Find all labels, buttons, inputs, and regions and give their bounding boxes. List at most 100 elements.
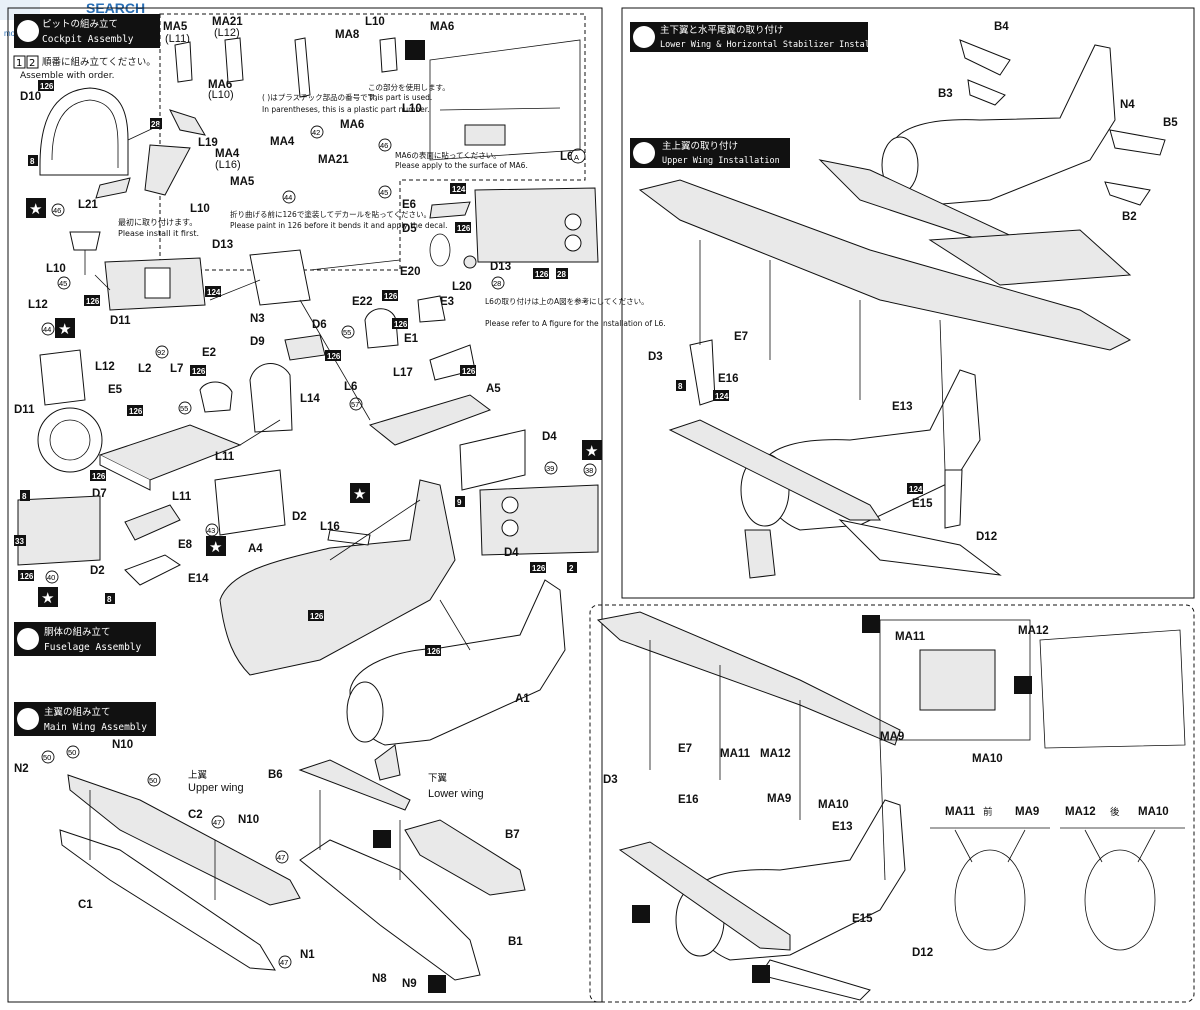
step2-banner: 2 胴体の組み立て Fuselage Assembly <box>14 622 156 656</box>
svg-text:N2: N2 <box>14 763 29 775</box>
svg-text:MA6: MA6 <box>208 79 232 91</box>
svg-text:★: ★ <box>29 200 42 218</box>
svg-text:E14: E14 <box>188 573 209 585</box>
svg-text:57: 57 <box>351 400 359 409</box>
part-d13-instrument-panel: D13 D13 <box>212 187 599 306</box>
part-number-circles: 46 45 44 92 55 43 40 57 55 28 39 38 50 5… <box>41 125 597 969</box>
svg-text:28: 28 <box>493 279 501 288</box>
svg-text:E15: E15 <box>912 498 933 510</box>
step5-detail-frame <box>589 604 1195 1003</box>
svg-text:D5: D5 <box>402 223 417 235</box>
svg-text:MA6の表面に貼ってください。: MA6の表面に貼ってください。 <box>395 150 501 160</box>
star-mark-2: ★ <box>55 318 75 338</box>
svg-text:E5: E5 <box>108 384 123 396</box>
step2-title-en: Fuselage Assembly <box>44 642 142 653</box>
svg-text:D11: D11 <box>14 404 35 416</box>
svg-text:D3: D3 <box>648 351 663 363</box>
svg-text:上翼: 上翼 <box>188 770 208 781</box>
svg-text:N3: N3 <box>250 313 265 325</box>
svg-text:47: 47 <box>277 853 285 862</box>
svg-text:Please refer to A figure for t: Please refer to A figure for the install… <box>485 319 666 328</box>
part-d2-floor-detail: D2 D2 <box>17 469 307 577</box>
svg-text:4: 4 <box>640 31 649 46</box>
first-install-note: 最初に取り付けます。 Please install it first. <box>118 217 199 238</box>
svg-text:This part is used.: This part is used. <box>367 93 432 102</box>
svg-text:43: 43 <box>207 526 215 535</box>
svg-text:126: 126 <box>129 407 143 416</box>
right-top-frame <box>621 7 1195 599</box>
part-d9-bulkhead: D9 <box>249 336 293 433</box>
svg-text:MA10: MA10 <box>1138 806 1169 818</box>
svg-text:50: 50 <box>149 776 157 785</box>
svg-text:N4: N4 <box>1120 99 1135 111</box>
svg-text:MA4: MA4 <box>215 148 240 160</box>
svg-text:N10: N10 <box>112 739 133 751</box>
svg-text:( )はプラスチック部品の番号です。: ( )はプラスチック部品の番号です。 <box>262 92 382 102</box>
svg-text:124: 124 <box>207 288 221 297</box>
svg-text:★: ★ <box>353 485 366 503</box>
svg-text:92: 92 <box>157 348 165 357</box>
svg-text:MA9: MA9 <box>1015 806 1039 818</box>
part-a4-fuselage-half: A4 L16 <box>219 479 456 676</box>
strut-front-view: MA11 前 MA9 <box>930 806 1050 951</box>
svg-text:MA21: MA21 <box>212 16 243 28</box>
svg-text:D9: D9 <box>250 336 265 348</box>
svg-text:126: 126 <box>535 270 549 279</box>
part-l19-group: L19 L21 L10 <box>78 109 218 215</box>
svg-text:L11: L11 <box>215 451 235 463</box>
svg-text:126: 126 <box>20 572 34 581</box>
svg-text:B5: B5 <box>1163 117 1178 129</box>
svg-text:この部分を使用します。: この部分を使用します。 <box>368 82 450 92</box>
svg-text:124: 124 <box>909 485 923 494</box>
svg-text:E1: E1 <box>404 333 419 345</box>
svg-text:E7: E7 <box>734 331 748 343</box>
svg-text:3: 3 <box>24 713 33 728</box>
svg-text:D2: D2 <box>90 565 105 577</box>
part-n3-d6: N3 D6 L14 L6 <box>250 313 357 405</box>
step3-title-jp: 主翼の組み立て <box>44 706 111 718</box>
svg-text:D3: D3 <box>603 774 618 786</box>
svg-text:Please apply to the surface of: Please apply to the surface of MA6. <box>395 161 528 170</box>
part-d11-side-panel: D11 D11 <box>14 257 206 473</box>
svg-text:Lower wing: Lower wing <box>428 788 484 800</box>
svg-text:L20: L20 <box>452 281 472 293</box>
svg-text:E16: E16 <box>718 373 738 385</box>
svg-text:前: 前 <box>983 806 993 818</box>
svg-text:46: 46 <box>380 141 388 150</box>
svg-text:N1: N1 <box>300 949 315 961</box>
svg-text:MA11: MA11 <box>720 748 751 760</box>
svg-text:MA11: MA11 <box>945 806 976 818</box>
svg-text:L14: L14 <box>300 393 320 405</box>
svg-text:MA4: MA4 <box>270 136 295 148</box>
svg-text:L12: L12 <box>28 299 48 311</box>
svg-text:28: 28 <box>557 270 566 279</box>
step1-title-en: Cockpit Assembly <box>42 34 134 45</box>
svg-text:L19: L19 <box>198 137 218 149</box>
step5-aircraft: D3 E7 E16 E13 E15 D12 <box>638 179 1132 579</box>
svg-text:MA8: MA8 <box>335 29 360 41</box>
svg-text:(L10): (L10) <box>208 89 234 101</box>
part-e6-d5-l20: E6 D5 L20 <box>402 199 477 293</box>
svg-text:C1: C1 <box>78 899 93 911</box>
svg-text:D2: D2 <box>292 511 307 523</box>
svg-text:D12: D12 <box>976 531 997 543</box>
svg-text:L21: L21 <box>78 199 98 211</box>
svg-text:2: 2 <box>24 633 33 648</box>
star-mark-1: ★ <box>26 198 46 218</box>
svg-text:126: 126 <box>86 297 100 306</box>
svg-text:44: 44 <box>43 325 51 334</box>
svg-text:8: 8 <box>678 382 683 391</box>
svg-text:B1: B1 <box>508 936 523 948</box>
svg-text:126: 126 <box>192 367 206 376</box>
svg-text:124: 124 <box>715 392 729 401</box>
svg-text:MA12: MA12 <box>1065 806 1096 818</box>
svg-text:順番に組み立てください。: 順番に組み立てください。 <box>42 56 156 68</box>
star-mark-3: ★ <box>206 536 226 556</box>
step5-banner: 5 主上翼の取り付け Upper Wing Installation <box>630 138 790 168</box>
svg-text:MA10: MA10 <box>972 753 1003 765</box>
svg-text:126: 126 <box>384 292 398 301</box>
svg-text:D6: D6 <box>312 319 327 331</box>
part-e1-seat: E1 <box>364 308 419 349</box>
svg-text:38: 38 <box>585 466 593 475</box>
svg-text:L10: L10 <box>402 103 422 115</box>
